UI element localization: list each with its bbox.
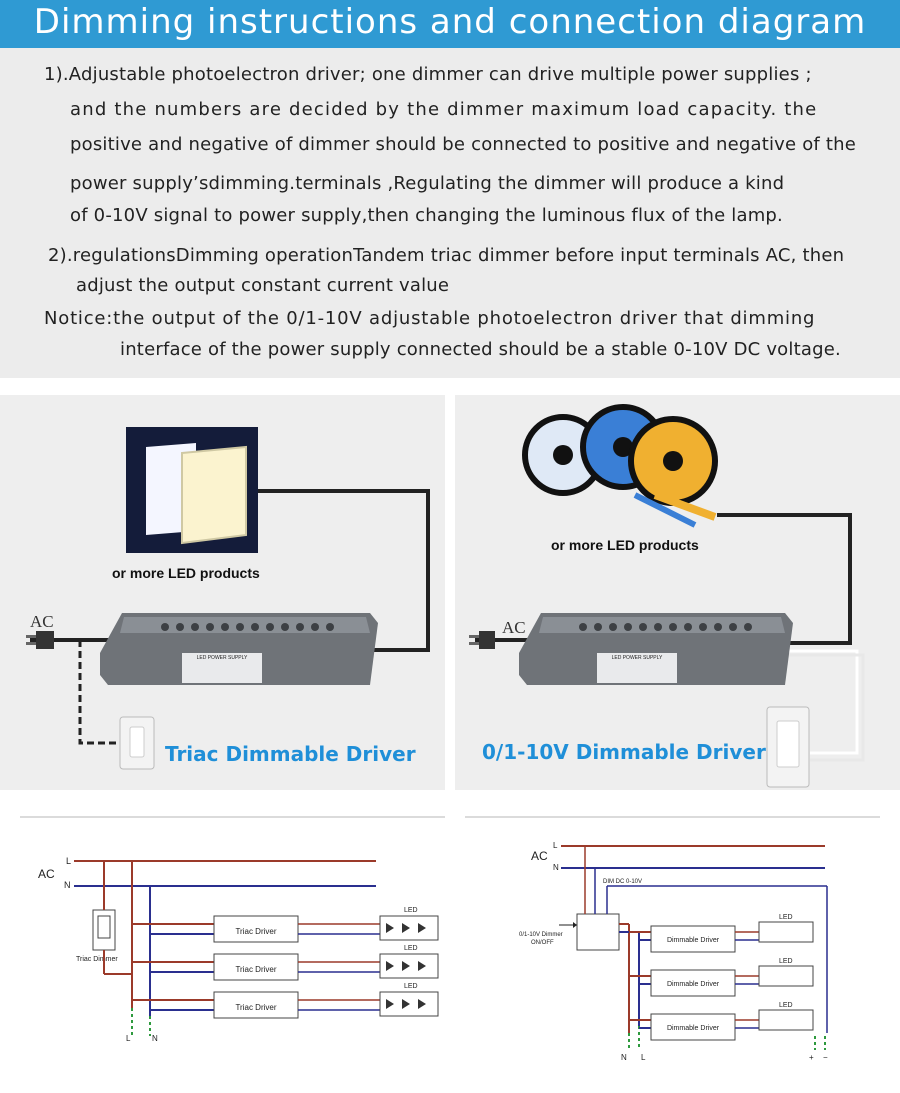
led-module <box>758 1009 814 1031</box>
product-caption: or more LED products <box>551 537 699 553</box>
ac-label: AC <box>30 612 54 631</box>
bottom-l-label: L <box>641 1053 646 1062</box>
instruction-line: power supply’sdimming.terminals ,Regulat… <box>70 173 785 194</box>
dimmable-driver-box <box>650 925 736 953</box>
dimmer-state-label: ON/OFF <box>531 940 554 946</box>
led-module <box>758 965 814 987</box>
instruction-line: 1).Adjustable photoelectron driver; one … <box>44 64 812 85</box>
instruction-line: of 0-10V signal to power supply,then cha… <box>70 205 783 226</box>
driver-row-3: Dimmable Driver LED <box>629 1002 814 1041</box>
bottom-l-label: L <box>126 1034 131 1043</box>
driver-row-3: Triac Driver LED <box>132 983 439 1019</box>
instruction-line: 2).regulationsDimming operationTandem tr… <box>48 245 845 266</box>
bottom-n-label: N <box>152 1034 158 1043</box>
driver-title: Triac Dimmable Driver <box>165 742 416 766</box>
driver-label: Triac Driver <box>235 1003 276 1012</box>
output-cable <box>258 489 430 652</box>
triac-driver-box <box>213 991 299 1019</box>
ac-label: AC <box>502 618 526 637</box>
dimmer-cable <box>78 640 120 745</box>
instruction-line: positive and negative of dimmer should b… <box>70 134 857 155</box>
triac-wiring-diagram: AC L N Triac Dimmer L N Triac Driver LED… <box>38 856 439 1043</box>
instruction-line: adjust the output constant current value <box>76 275 450 296</box>
live-label: L <box>553 841 558 850</box>
led-label: LED <box>404 945 418 952</box>
driver-row-1: Dimmable Driver LED <box>629 914 814 953</box>
dim-label: DIM DC 0-10V <box>603 879 642 885</box>
driver-label: Triac Driver <box>235 965 276 974</box>
minus-label: − <box>823 1053 828 1062</box>
section-divider <box>20 816 880 818</box>
driver-title: 0/1-10V Dimmable Driver <box>482 740 766 764</box>
live-label: L <box>66 856 71 866</box>
analog-illustration: LED POWER SUPPLY <box>469 404 865 788</box>
product-caption: or more LED products <box>112 565 260 581</box>
driver-label: Dimmable Driver <box>667 937 720 944</box>
ac-label: AC <box>531 849 548 863</box>
instruction-line: and the numbers are decided by the dimme… <box>70 99 818 120</box>
driver-row-1: Triac Driver LED <box>132 907 439 943</box>
led-label: LED <box>779 914 793 921</box>
instruction-line: Notice:the output of the 0/1-10V adjusta… <box>44 308 816 329</box>
triac-driver-box <box>213 915 299 943</box>
ac-label: AC <box>38 867 55 881</box>
analog-wiring-diagram: AC L N DIM DC 0-10V 0/1-10V Dimmer ON/OF… <box>519 841 828 1062</box>
dimmer-label: 0/1-10V Dimmer <box>519 932 563 938</box>
header-banner <box>0 0 900 48</box>
psu-label-plate <box>182 653 262 683</box>
instructions-block <box>0 48 900 378</box>
bottom-n-label: N <box>621 1053 627 1062</box>
psu-label: LED POWER SUPPLY <box>612 655 663 661</box>
driver-label: Dimmable Driver <box>667 981 720 988</box>
psu-label-plate <box>597 653 677 683</box>
neutral-label: N <box>64 880 71 890</box>
led-label: LED <box>779 1002 793 1009</box>
driver-label: Dimmable Driver <box>667 1025 720 1032</box>
output-cable <box>717 513 852 645</box>
triac-illustration: LED POWER SUPPLY <box>26 427 430 770</box>
led-module <box>758 921 814 943</box>
led-label: LED <box>779 958 793 965</box>
plus-label: + <box>809 1053 814 1062</box>
dimmable-driver-box <box>650 969 736 997</box>
dimmable-driver-box <box>650 1013 736 1041</box>
led-label: LED <box>404 907 418 914</box>
page-title: Dimming instructions and connection diag… <box>33 2 867 42</box>
plug-icon <box>479 631 495 649</box>
plug-icon <box>36 631 54 649</box>
led-label: LED <box>404 983 418 990</box>
analog-dimmer-icon <box>576 913 620 951</box>
driver-label: Triac Driver <box>235 927 276 936</box>
triac-driver-box <box>213 953 299 981</box>
dimmer-label: Triac Dimmer <box>76 956 118 963</box>
instruction-line: interface of the power supply connected … <box>120 339 841 360</box>
driver-row-2: Dimmable Driver LED <box>629 958 814 997</box>
neutral-label: N <box>553 863 559 872</box>
driver-row-2: Triac Driver LED <box>132 945 439 981</box>
psu-label: LED POWER SUPPLY <box>197 655 248 661</box>
